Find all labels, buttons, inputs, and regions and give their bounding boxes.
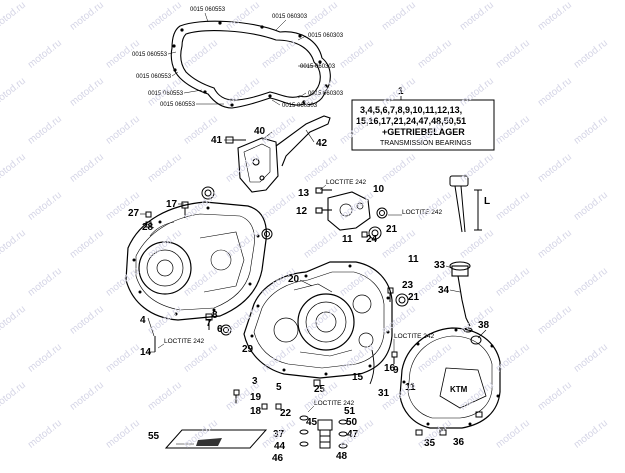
leader-lines (140, 129, 487, 353)
callout-numbers: 2 3 4 5 6 7 8 9 10 11 11 11 12 13 14 15 … (128, 126, 490, 464)
callout: 19 (250, 392, 262, 403)
loctite-label: LOCTITE 242 (326, 179, 366, 186)
callout: 36 (453, 437, 465, 448)
callout: 48 (336, 451, 348, 462)
ktm-logo: KTM (450, 385, 468, 394)
kit-line-2: 15,16,17,21,24,47,48,50,51 (356, 116, 466, 126)
callout: 22 (280, 408, 292, 419)
callout: 24 (366, 234, 378, 245)
callout: 47 (347, 429, 359, 440)
part-55-card (164, 429, 268, 449)
callout: 10 (373, 184, 385, 195)
callout: 12 (296, 206, 308, 217)
callout: 34 (438, 285, 450, 296)
code-label: 0015 060303 (308, 91, 344, 97)
callout: 50 (346, 417, 358, 428)
kit-box: 3,4,5,6,7,8,9,10,11,12,13, 15,16,17,21,2… (351, 86, 495, 151)
callout: 9 (393, 365, 399, 376)
loctite-label: LOCTITE 242 (402, 209, 442, 216)
kit-line-4: TRANSMISSION BEARINGS (380, 140, 472, 147)
oil-pump-part (315, 187, 371, 231)
callout: 15 (352, 372, 364, 383)
dimension-label: L (484, 196, 490, 207)
bolt-parts (145, 201, 483, 436)
ignition-cover: KTM (399, 327, 501, 429)
right-crankcase (243, 261, 393, 379)
callout: 40 (254, 126, 266, 137)
code-label: 0015 060303 (282, 103, 318, 109)
callout: 11 (408, 254, 419, 265)
code-label: 0015 060303 (272, 14, 308, 20)
gasket-outline (170, 20, 331, 109)
filler-plug (449, 261, 473, 333)
callout: 38 (478, 320, 490, 331)
callout: 20 (288, 274, 300, 285)
callout: 27 (128, 208, 140, 219)
callout: 51 (344, 406, 356, 417)
callout: 42 (316, 138, 328, 149)
callout: 17 (166, 199, 178, 210)
dipstick-part (449, 175, 482, 233)
callout: 33 (434, 260, 446, 271)
callout: 44 (274, 441, 286, 452)
code-label: 0015 060303 (308, 33, 344, 39)
callout-kit: 1 (398, 86, 404, 97)
gasket-code-labels: 0015 060553 0015 060303 0015 060303 0015… (132, 7, 344, 109)
code-label: 0015 060303 (300, 64, 336, 70)
callout: 29 (242, 344, 254, 355)
callout: 35 (424, 438, 436, 449)
kit-line-3: +GETRIEBELAGER (382, 127, 465, 137)
callout: 21 (408, 292, 420, 303)
code-label: 0015 060553 (136, 74, 172, 80)
callout: 4 (140, 315, 146, 326)
seal-part (201, 186, 482, 345)
code-label: 0015 060553 (160, 102, 196, 108)
callout: 18 (250, 406, 262, 417)
callout: 45 (306, 417, 318, 428)
code-label: 0015 060553 (132, 52, 168, 58)
callout: 28 (142, 222, 154, 233)
callout: 31 (378, 388, 390, 399)
callout: 37 (273, 429, 285, 440)
callout: 11 (405, 382, 416, 393)
callout: 8 (212, 310, 218, 321)
code-label: 0015 060553 (148, 91, 184, 97)
bracket-part (237, 115, 331, 193)
callout: 14 (140, 347, 152, 358)
loctite-label: LOCTITE 242 (314, 400, 354, 407)
callout: 46 (272, 453, 284, 464)
callout: 25 (314, 384, 326, 395)
callout: 7 (206, 318, 212, 329)
callout: 5 (276, 382, 282, 393)
callout: 55 (148, 431, 160, 442)
callout: 16 (384, 363, 396, 374)
callout: 41 (211, 135, 223, 146)
callout: 13 (298, 188, 310, 199)
loctite-labels: LOCTITE 242 LOCTITE 242 LOCTITE 242 LOCT… (157, 179, 442, 413)
drain-plug-parts (299, 415, 348, 449)
left-crankcase (125, 201, 267, 321)
code-label: 0015 060553 (190, 7, 226, 13)
callout: 23 (402, 280, 414, 291)
loctite-label: LOCTITE 242 (394, 333, 434, 340)
callout: 11 (342, 234, 353, 245)
callout: 3 (252, 376, 258, 387)
callout: 21 (386, 224, 398, 235)
callout: 6 (217, 324, 223, 335)
kit-line-1: 3,4,5,6,7,8,9,10,11,12,13, (360, 105, 462, 115)
loctite-label: LOCTITE 242 (164, 338, 204, 345)
